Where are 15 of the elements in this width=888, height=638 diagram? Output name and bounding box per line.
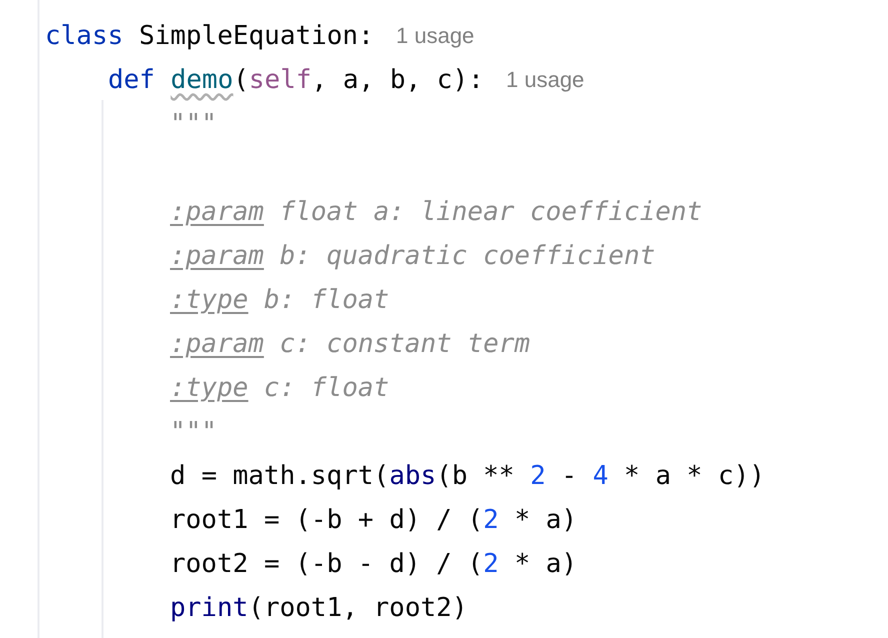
docstring-line: :param b: quadratic coefficient (170, 240, 656, 273)
code-line: root1 = (-b + d) / (2 * a) (170, 504, 578, 537)
docstring-line: :param c: constant term (170, 328, 530, 361)
docstring-line: :type c: float (170, 372, 390, 405)
docstring-line: """ (170, 108, 217, 141)
docstring-line: """ (170, 416, 217, 449)
code-line: d = math.sqrt(abs(b ** 2 - 4 * a * c)) (170, 460, 765, 493)
usage-hint: 1 usage (506, 66, 584, 94)
docstring-line: :type b: float (170, 284, 390, 317)
code-line: print(root1, root2) (170, 592, 468, 625)
code-line: class SimpleEquation: (45, 20, 374, 53)
code-line: root2 = (-b - d) / (2 * a) (170, 548, 578, 581)
code-line: def demo(self, a, b, c): (108, 64, 484, 97)
docstring-line: :param float a: linear coefficient (170, 196, 702, 229)
usage-hint: 1 usage (396, 22, 474, 50)
